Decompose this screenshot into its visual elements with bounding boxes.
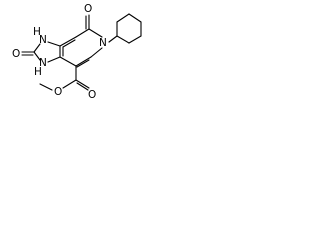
bond-cester-o-a (75, 79, 90, 89)
bond-oalk-ch3 (39, 83, 53, 91)
atom-o-urea: O (12, 48, 20, 60)
bond-c4-c5-b (62, 39, 76, 48)
atom-o-ester: O (54, 86, 62, 98)
bond-cy6-cy1 (116, 35, 130, 44)
bond-n-c7 (90, 47, 103, 58)
bond-c5-n1 (47, 41, 61, 47)
atom-h-bottom: H (34, 66, 42, 78)
atom-o-carbonyl-top: O (84, 3, 92, 15)
bond-c7-c8-a (75, 56, 92, 67)
bond-n-cy1 (108, 35, 118, 43)
bond-cy2-cy3 (116, 13, 130, 23)
structure-diagram: O N H N O N H O O (0, 0, 144, 108)
bond-n3-c2 (33, 51, 41, 61)
atom-n-top: N (39, 34, 47, 46)
atom-n-ring: N (99, 37, 107, 49)
atom-h-top: H (33, 26, 41, 38)
bond-c4-c5 (59, 36, 77, 47)
bond-cester-o-b (76, 82, 89, 91)
bond-c4-c9 (75, 28, 90, 38)
bond-c9-n (88, 28, 103, 38)
molecule-drawing: O N H N O N H O O (12, 3, 142, 101)
bonds (21, 13, 142, 91)
atom-o-ester-carbonyl: O (88, 89, 96, 101)
bond-n1-c2 (33, 43, 41, 53)
atom-labels: O N H N O N H O O (12, 3, 107, 101)
atom-n-bottom: N (39, 57, 47, 69)
bond-c8-c6 (59, 56, 77, 67)
bond-cy5-cy6 (128, 35, 142, 44)
bond-cester-oalk (62, 79, 77, 89)
bond-c6-n3 (47, 56, 61, 63)
bond-cy3-cy4 (128, 13, 142, 23)
bond-c7-c8-b (76, 59, 90, 68)
